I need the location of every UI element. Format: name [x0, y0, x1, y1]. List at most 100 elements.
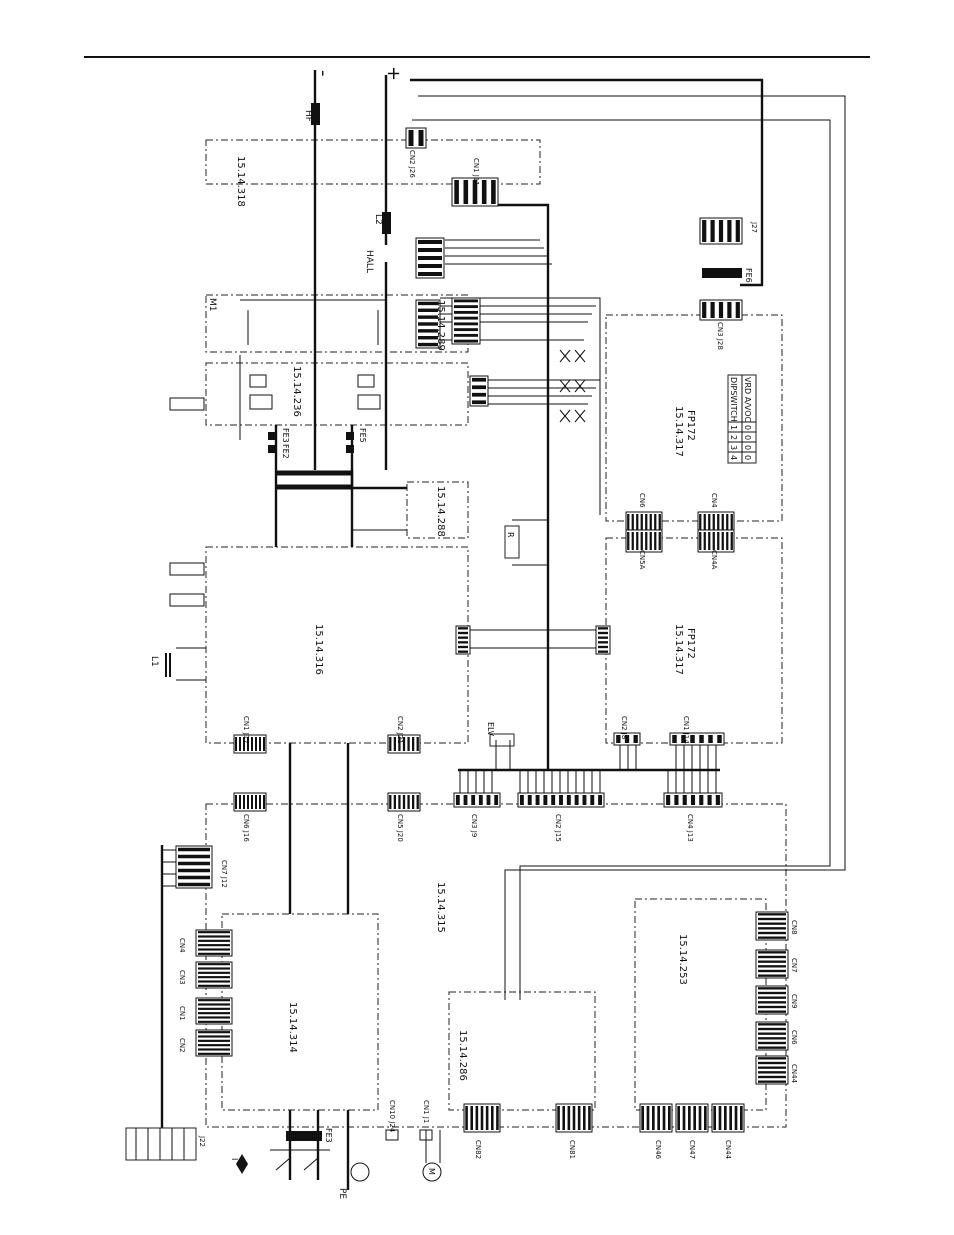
connector-pin	[454, 333, 478, 337]
connector-pin	[458, 627, 468, 630]
connector-pin	[458, 636, 468, 639]
connector-block	[195, 961, 233, 989]
connector-block	[405, 127, 427, 149]
connector-pin	[758, 974, 786, 977]
connector-pin	[577, 1106, 581, 1130]
connector-pin	[519, 795, 524, 805]
connector-block	[711, 1103, 745, 1133]
connector-pin	[198, 931, 230, 934]
connector-pin	[758, 965, 786, 968]
connector-pin	[471, 795, 476, 805]
connector-pin	[198, 948, 230, 951]
connector-pin	[715, 795, 720, 805]
conn-cn2-j15: CN2 J15	[554, 814, 562, 842]
connector-pin	[178, 875, 210, 880]
connector-pin	[454, 180, 459, 204]
connector-block	[451, 177, 499, 207]
connector-pin	[598, 641, 608, 644]
connector-pin	[491, 1106, 494, 1130]
conn-cn5-j20: CN5 J20	[396, 814, 404, 842]
connector-pin	[198, 1031, 230, 1034]
connector-pin	[455, 795, 460, 805]
connector-pin	[389, 737, 392, 751]
signal-trunk	[455, 203, 550, 770]
connector-block	[755, 985, 789, 1015]
connector-block	[469, 375, 489, 407]
connector-pin	[454, 310, 478, 314]
connector-pin	[574, 795, 579, 805]
connector-pin	[699, 532, 702, 550]
connector-pin	[472, 377, 486, 382]
connector-pin	[758, 951, 786, 954]
connector-pin	[402, 737, 406, 751]
conn-cn3-j9: CN3 J9	[470, 814, 478, 837]
fe6-core	[702, 268, 742, 278]
connector-pin	[758, 960, 786, 963]
connector-pin	[407, 737, 410, 751]
wire-motor	[425, 1130, 441, 1163]
connector-pin	[418, 342, 438, 347]
connector-block	[175, 845, 213, 889]
side-components	[165, 397, 433, 1141]
connector-pin	[485, 1106, 489, 1130]
connector-pin	[551, 795, 556, 805]
connector-block	[669, 732, 725, 746]
connector-block	[663, 792, 723, 808]
connector-pin	[496, 1106, 499, 1130]
board-316-outline	[205, 546, 469, 744]
label-l2: L2	[373, 214, 383, 225]
conn-cn4-314: CN4	[178, 938, 186, 953]
connector-pin	[494, 795, 499, 805]
connector-block	[613, 732, 641, 746]
conn-cn44: CN44	[724, 1140, 732, 1160]
connector-pin	[235, 795, 237, 809]
connector-pin	[393, 737, 396, 751]
connector-pin	[454, 328, 478, 332]
conn-cn5a: CN5A	[638, 550, 646, 570]
connector-pin	[557, 1106, 560, 1130]
connector-pin	[718, 302, 724, 318]
connector-pin	[412, 737, 415, 751]
connector-pin	[416, 795, 419, 809]
connector-pin	[243, 795, 245, 809]
connector-pin	[235, 737, 237, 751]
connector-pin	[418, 301, 438, 306]
connector-pin	[480, 1106, 484, 1130]
connector-block	[233, 734, 267, 754]
conn-cn1-j17: CN1 J17	[242, 716, 250, 744]
label-switch: I	[230, 1158, 239, 1160]
connector-pin	[259, 737, 261, 751]
wire-loop-outer	[410, 78, 764, 287]
connector-pin	[463, 180, 469, 204]
connector-pin	[472, 385, 486, 390]
connector-pin	[703, 532, 706, 550]
connector-pin	[198, 984, 230, 987]
connector-pin	[412, 795, 415, 809]
wire-loop-thin	[412, 95, 846, 1000]
harness-drops	[459, 740, 717, 804]
connector-pin	[690, 735, 695, 743]
connector-pin	[598, 795, 603, 805]
label-l1: L1	[149, 656, 159, 667]
label-elv: ELV	[486, 722, 495, 737]
connector-pin	[726, 514, 729, 532]
connector-block	[639, 1103, 673, 1133]
board-314-outline	[221, 913, 379, 1111]
conn-cn3-j28: CN3 J28	[716, 322, 724, 350]
conn-cn1-j14: CN1 J14	[682, 716, 690, 744]
connector-pin	[631, 514, 634, 532]
connector-pin	[658, 514, 661, 532]
connector-pin	[657, 1106, 660, 1130]
connector-pin	[198, 1039, 230, 1042]
connector-pin	[735, 220, 740, 242]
connector-pin	[454, 339, 478, 343]
connector-pin	[633, 735, 638, 743]
switch-knob	[236, 1154, 248, 1174]
label-fe2: FE2	[281, 444, 290, 459]
connector-pin	[454, 305, 478, 309]
connector-pin	[251, 795, 253, 809]
board-317a-outline	[605, 314, 783, 522]
connector-pin	[263, 795, 265, 809]
connector-pin	[402, 795, 406, 809]
connector-pin	[668, 1106, 671, 1130]
